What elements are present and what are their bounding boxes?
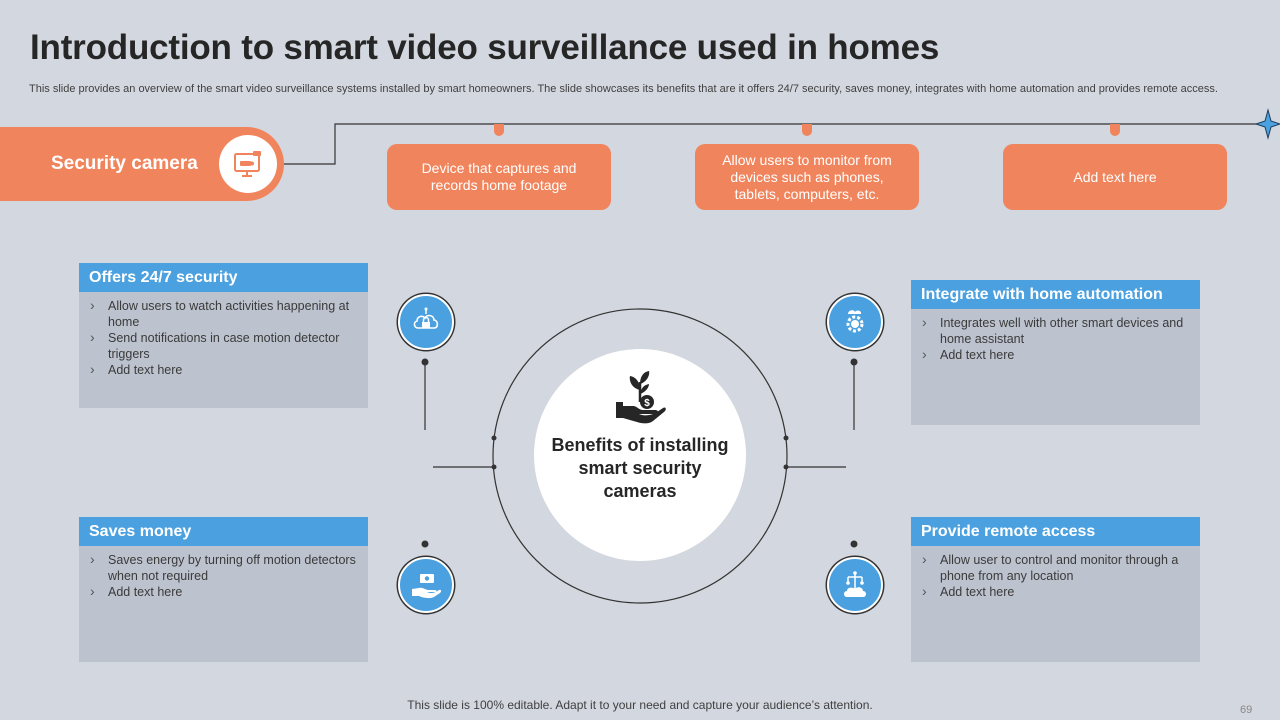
cctv-monitor-icon	[219, 135, 277, 193]
feature-box-placeholder: Add text here	[1003, 144, 1227, 210]
card-money: Saves money Saves energy by turning off …	[79, 517, 368, 662]
page-number: 69	[1240, 704, 1253, 716]
gear-cloud-icon	[827, 294, 883, 350]
card-list: Allow users to watch activities happenin…	[79, 292, 368, 378]
card-title: Integrate with home automation	[911, 280, 1200, 309]
timeline-marker	[1110, 124, 1120, 136]
list-item: Add text here	[922, 583, 1188, 600]
list-item: Add text here	[90, 583, 356, 600]
cloud-network-icon	[827, 557, 883, 613]
hand-money-icon	[398, 557, 454, 613]
card-list: Saves energy by turning off motion detec…	[79, 546, 368, 600]
card-remote: Provide remote access Allow user to cont…	[911, 517, 1200, 662]
money-plant-hand-icon: $	[613, 368, 667, 435]
list-item: Add text here	[90, 361, 356, 378]
slide-description: This slide provides an overview of the s…	[29, 83, 1218, 95]
slide-title: Introduction to smart video surveillance…	[30, 28, 940, 67]
cloud-lock-icon	[398, 294, 454, 350]
card-title: Offers 24/7 security	[79, 263, 368, 292]
feature-box-capture: Device that captures and records home fo…	[387, 144, 611, 210]
list-item: Allow user to control and monitor throug…	[922, 551, 1188, 584]
timeline-marker	[494, 124, 504, 136]
list-item: Saves energy by turning off motion detec…	[90, 551, 356, 584]
card-title: Provide remote access	[911, 517, 1200, 546]
list-item: Add text here	[922, 346, 1188, 363]
list-item: Allow users to watch activities happenin…	[90, 297, 356, 330]
card-list: Allow user to control and monitor throug…	[911, 546, 1200, 600]
center-label: Benefits of installing smart security ca…	[551, 435, 729, 501]
slide-footer: This slide is 100% editable. Adapt it to…	[407, 698, 873, 712]
card-security: Offers 24/7 security Allow users to watc…	[79, 263, 368, 408]
feature-box-monitor: Allow users to monitor from devices such…	[695, 144, 919, 210]
security-camera-label: Security camera	[51, 153, 198, 174]
card-automation: Integrate with home automation Integrate…	[911, 280, 1200, 425]
card-list: Integrates well with other smart devices…	[911, 309, 1200, 363]
svg-text:$: $	[644, 398, 650, 409]
card-title: Saves money	[79, 517, 368, 546]
list-item: Integrates well with other smart devices…	[922, 314, 1188, 347]
list-item: Send notifications in case motion detect…	[90, 329, 356, 362]
timeline-marker	[802, 124, 812, 136]
